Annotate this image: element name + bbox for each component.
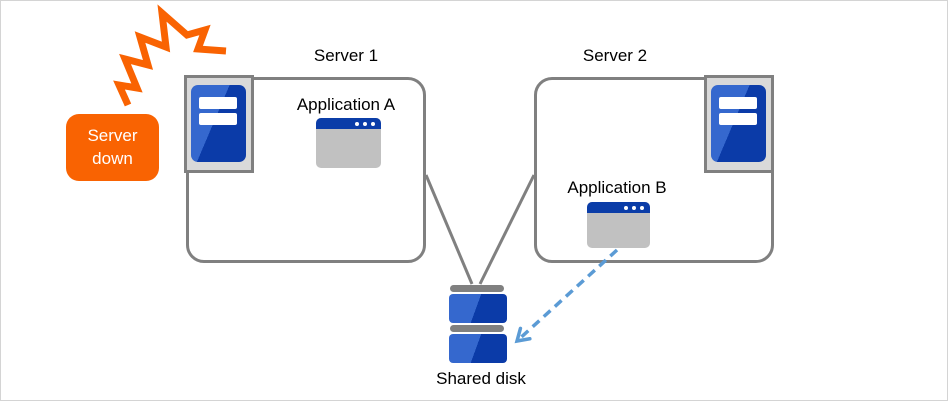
server1-label: Server 1 xyxy=(313,46,379,65)
server-slot xyxy=(719,113,757,125)
server1-disk-connector xyxy=(424,174,474,285)
callout-text-line2: down xyxy=(92,148,133,168)
server-tower-icon xyxy=(191,85,246,162)
callout-text-line1: Server xyxy=(87,125,138,145)
server2-label: Server 2 xyxy=(582,46,648,65)
window-dot xyxy=(632,205,636,210)
disk-segment xyxy=(449,334,507,363)
window-dot xyxy=(371,121,375,126)
window-titlebar xyxy=(316,118,381,129)
server-down-callout: Server down xyxy=(66,114,159,181)
app-window-icon xyxy=(316,118,381,168)
disk-cap xyxy=(450,325,504,332)
window-dot xyxy=(640,205,644,210)
server-tower-icon xyxy=(711,85,766,162)
window-dot xyxy=(363,121,367,126)
app-window-icon xyxy=(587,202,650,248)
window-titlebar xyxy=(587,202,650,213)
disk-segment xyxy=(449,294,507,323)
shared-disk-label: Shared disk xyxy=(436,369,526,388)
dashed-arrow-icon xyxy=(514,248,619,344)
disk-cap xyxy=(450,285,504,292)
server-slot xyxy=(199,97,237,109)
server-slot xyxy=(719,97,757,109)
application-b-label: Application B xyxy=(567,178,667,197)
window-dot xyxy=(624,205,628,210)
window-dot xyxy=(355,121,359,126)
server2-disk-connector xyxy=(478,174,536,285)
application-a-label: Application A xyxy=(296,95,396,114)
server1-icon-frame xyxy=(184,75,254,173)
server-slot xyxy=(199,113,237,125)
server2-icon-frame xyxy=(704,75,774,173)
